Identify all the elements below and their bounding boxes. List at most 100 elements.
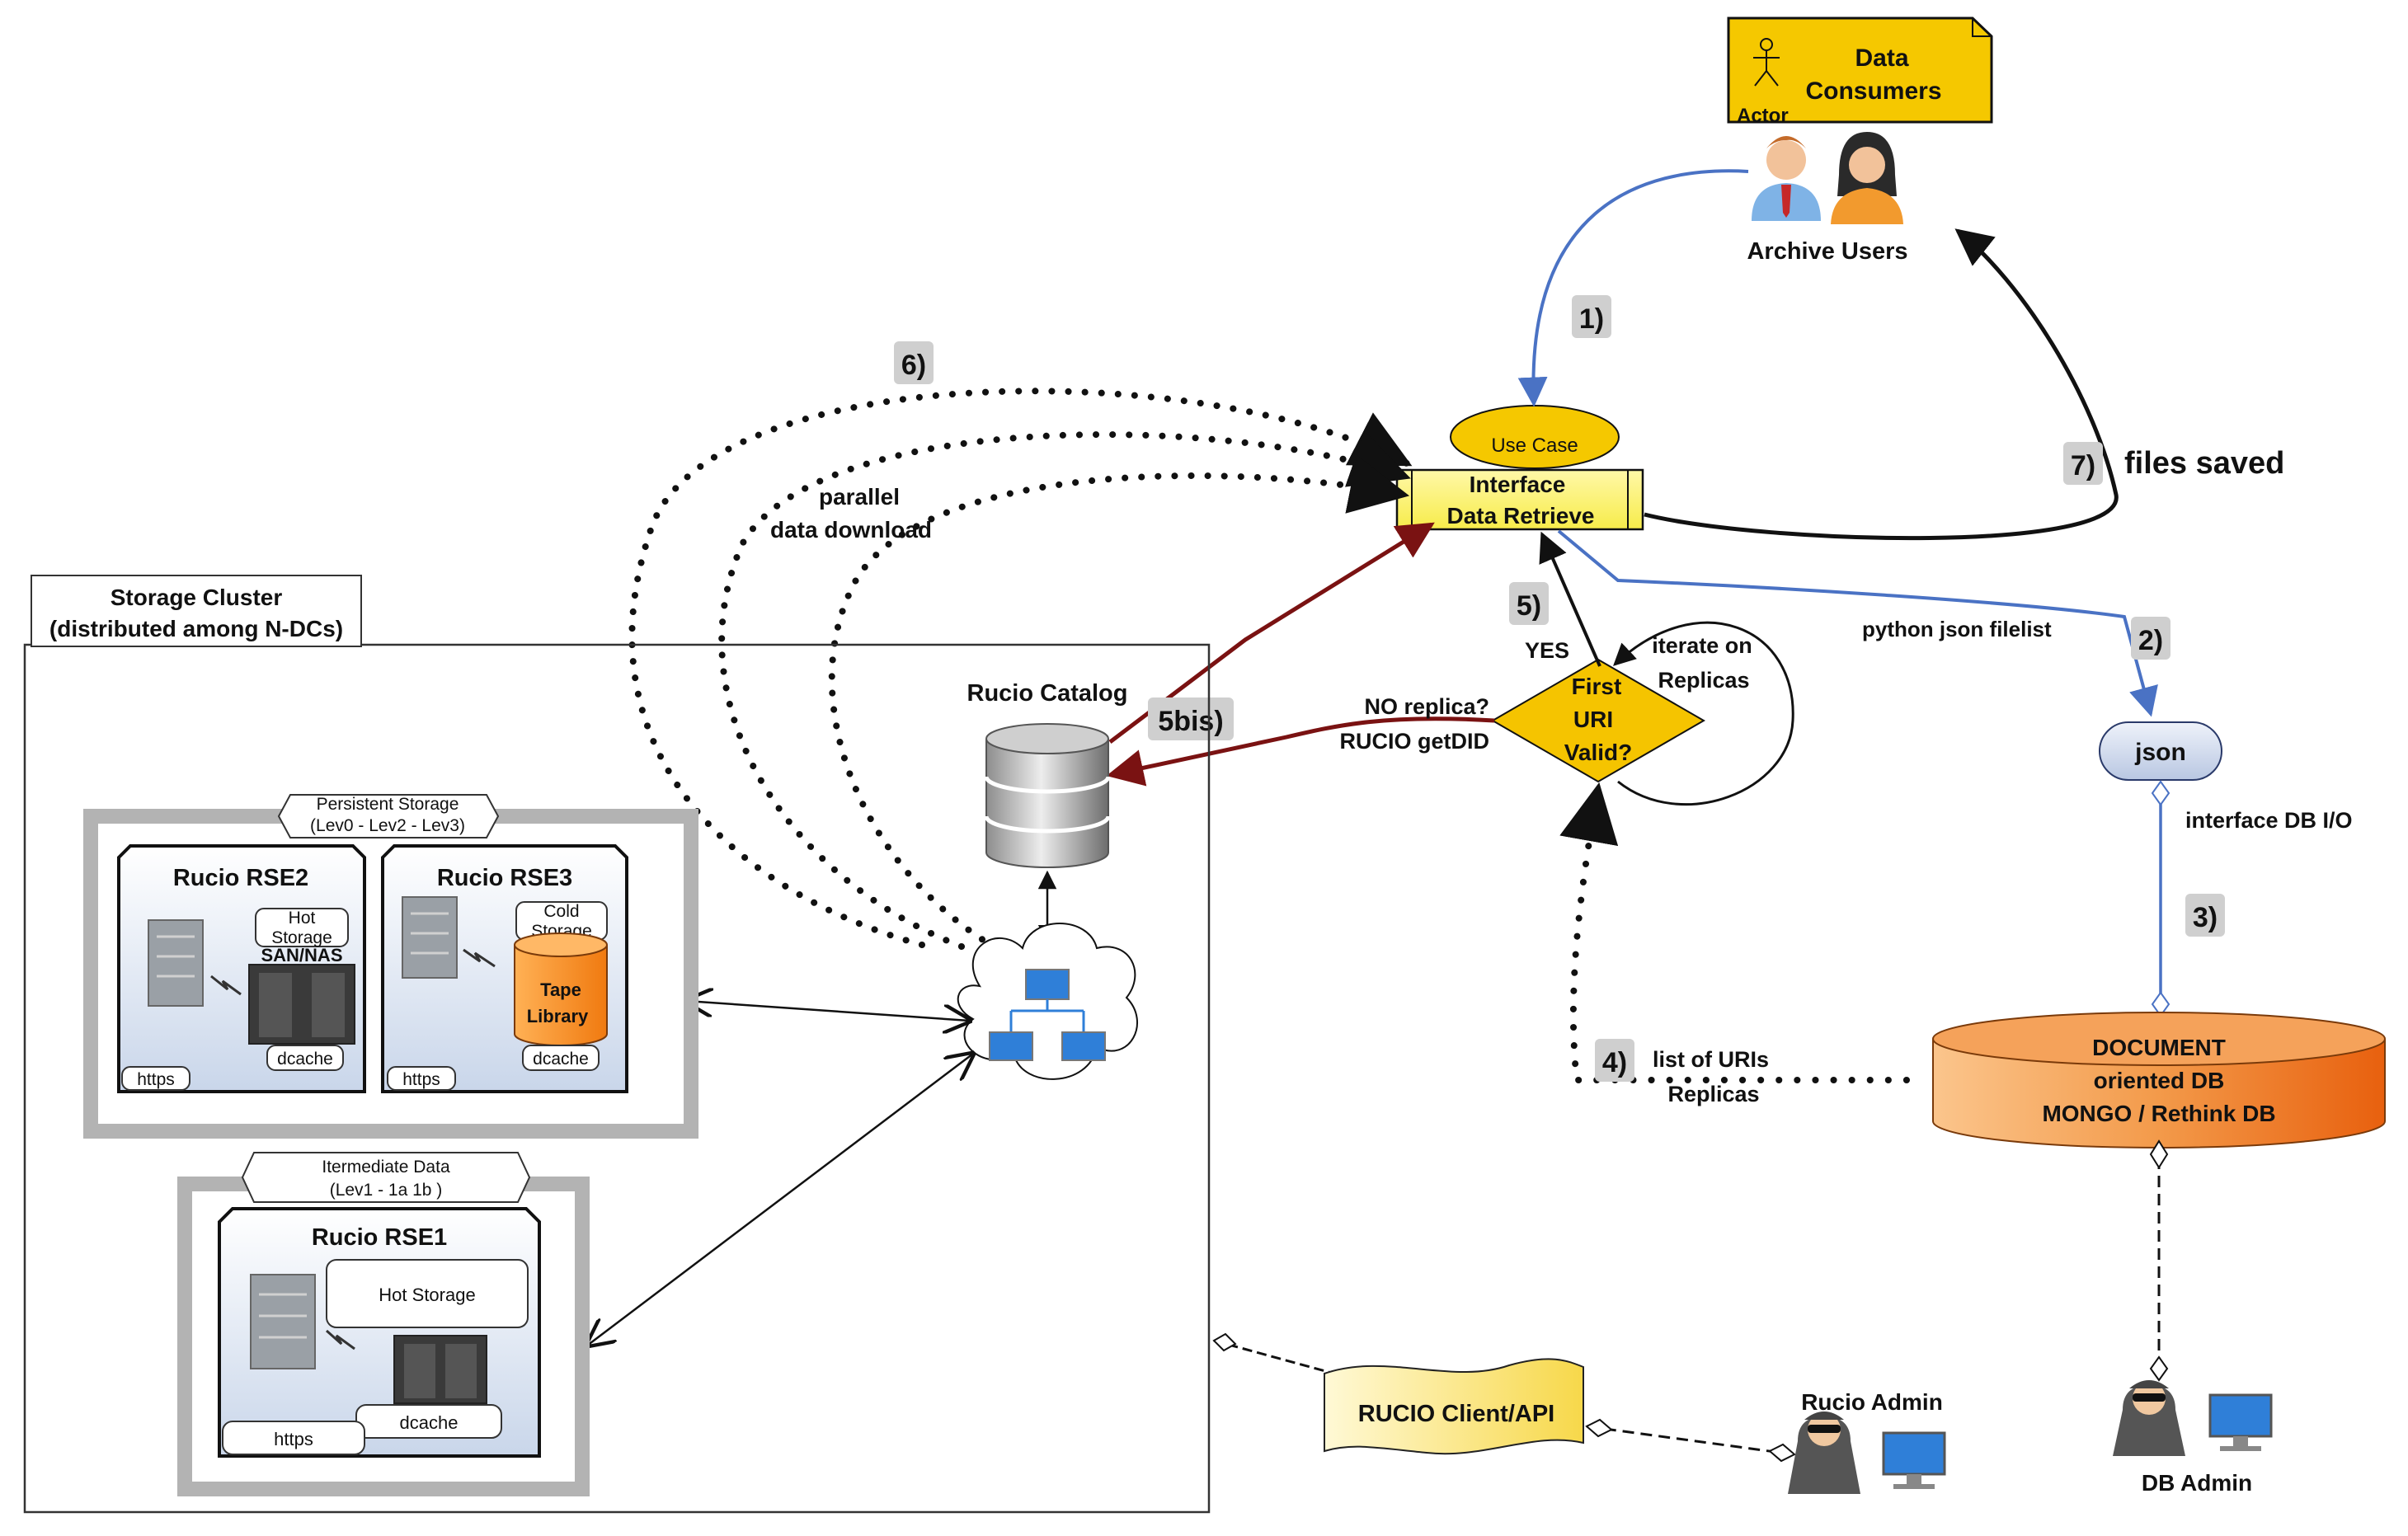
tape-library-cylinder bbox=[514, 932, 608, 1046]
link-intermediate-storage bbox=[587, 1054, 973, 1346]
rse3-https-tag bbox=[387, 1066, 456, 1091]
archive-users-label: Archive Users bbox=[1747, 238, 1907, 265]
tape-line2: Library bbox=[527, 1006, 589, 1026]
rucio-catalog-label: Rucio Catalog bbox=[967, 680, 1128, 707]
rse2-https-tag bbox=[121, 1066, 190, 1091]
interface-db-label: interface DB I/O bbox=[2185, 808, 2353, 833]
persistent-line1: Persistent Storage bbox=[317, 795, 459, 814]
db-admin-label: DB Admin bbox=[2142, 1470, 2252, 1496]
rse1-https: https bbox=[274, 1429, 313, 1449]
storage-cluster-line2: (distributed among N-DCs) bbox=[49, 616, 343, 641]
step-badge-3: 3) bbox=[2185, 894, 2225, 937]
actor-icon bbox=[1753, 38, 1780, 87]
rse3-storage-line1: Cold bbox=[543, 902, 579, 921]
rucio-catalog-database-icon bbox=[984, 723, 1111, 868]
getdid-label: RUCIO getDID bbox=[1340, 729, 1490, 754]
no-replica-arrow bbox=[1106, 716, 1495, 787]
step1-arrow bbox=[1517, 169, 1749, 407]
step4-dotted-arrow bbox=[1559, 782, 1910, 1083]
step6-parallel-download-arrows bbox=[628, 388, 1413, 951]
iterate-loop-arrow bbox=[1613, 621, 1794, 806]
rse2-storage-line2: Storage bbox=[271, 928, 332, 947]
decision-line2: URI bbox=[1573, 707, 1613, 732]
iterate-line2: Replicas bbox=[1658, 668, 1749, 693]
rse2-hot-storage-tag bbox=[255, 908, 349, 947]
rse1-storage: Hot Storage bbox=[379, 1285, 475, 1305]
rse3-dcache: dcache bbox=[533, 1050, 589, 1069]
parallel-line1: parallel bbox=[819, 484, 900, 510]
storage-cluster-frame bbox=[23, 643, 1211, 1514]
link-persistent-storage bbox=[686, 1001, 970, 1021]
step2-arrow bbox=[1557, 529, 2158, 717]
data-consumers-line2: Consumers bbox=[1805, 78, 1941, 105]
rse2-san-label: SAN/NAS bbox=[261, 945, 342, 965]
interface-line1: Interface bbox=[1470, 472, 1566, 497]
step-badge-2: 2) bbox=[2131, 617, 2170, 660]
data-consumers-box: Actor Data Consumers bbox=[1727, 16, 1993, 127]
rse3-title: Rucio RSE3 bbox=[437, 865, 572, 891]
svg-text:1): 1) bbox=[1579, 303, 1604, 335]
list-uris-line2: Replicas bbox=[1667, 1082, 1759, 1106]
iterate-line1: iterate on bbox=[1652, 633, 1752, 658]
svg-text:2): 2) bbox=[2138, 625, 2163, 656]
interface-line2: Data Retrieve bbox=[1447, 503, 1595, 528]
archive-users-icon bbox=[1752, 132, 1903, 224]
python-json-label: python json filelist bbox=[1862, 617, 2052, 641]
rse1-nas-icon bbox=[393, 1335, 487, 1404]
step-badge-5: 5) bbox=[1509, 582, 1549, 625]
client-admin-link bbox=[1586, 1425, 1782, 1454]
document-db-line3: MONGO / Rethink DB bbox=[2042, 1101, 2275, 1126]
data-consumers-line1: Data bbox=[1855, 45, 1908, 72]
rse2-server-icon bbox=[148, 919, 204, 1007]
files-saved-label: files saved bbox=[2124, 446, 2284, 481]
use-case-label: Use Case bbox=[1491, 434, 1578, 457]
network-computers-icon bbox=[989, 969, 1106, 1061]
svg-text:6): 6) bbox=[901, 350, 926, 381]
rse1-title: Rucio RSE1 bbox=[312, 1224, 447, 1251]
persistent-storage-tag bbox=[277, 794, 500, 838]
rse2-title: Rucio RSE2 bbox=[173, 865, 308, 891]
json-node bbox=[2099, 721, 2222, 781]
rse2-https: https bbox=[137, 1070, 175, 1089]
step-badge-6: 6) bbox=[894, 341, 934, 384]
document-db-line1: DOCUMENT bbox=[2092, 1035, 2226, 1060]
step-badge-4: 4) bbox=[1595, 1039, 1634, 1082]
svg-text:3): 3) bbox=[2193, 902, 2218, 933]
actor-label: Actor bbox=[1737, 105, 1789, 127]
svg-text:4): 4) bbox=[1602, 1047, 1627, 1078]
tape-line1: Tape bbox=[540, 979, 581, 1000]
interface-data-retrieve-box bbox=[1395, 468, 1644, 531]
document-db-line2: oriented DB bbox=[2094, 1068, 2225, 1093]
rse1-link-icon bbox=[326, 1329, 355, 1350]
rse3-server-icon bbox=[402, 896, 458, 979]
decision-line3: Valid? bbox=[1564, 740, 1632, 765]
storage-cluster-label-box bbox=[31, 575, 362, 647]
intermediate-line1: Itermediate Data bbox=[322, 1158, 450, 1177]
list-uris-line1: list of URIs bbox=[1653, 1047, 1769, 1072]
db-admin-icon bbox=[2113, 1380, 2273, 1456]
rucio-admin-icon bbox=[1788, 1412, 1946, 1494]
rse3-https: https bbox=[402, 1070, 440, 1089]
rse3-dcache-tag bbox=[522, 1045, 600, 1071]
rse1-https-tag bbox=[222, 1421, 365, 1455]
rse2-storage-line1: Hot bbox=[289, 909, 316, 928]
rucio-admin-label: Rucio Admin bbox=[1801, 1389, 1943, 1415]
svg-text:7): 7) bbox=[2071, 450, 2095, 481]
rucio-client-label: RUCIO Client/API bbox=[1358, 1401, 1554, 1427]
persistent-line2: (Lev0 - Lev2 - Lev3) bbox=[310, 816, 465, 835]
document-db-cylinder bbox=[1932, 1012, 2386, 1148]
storage-cluster-line1: Storage Cluster bbox=[111, 585, 283, 610]
step5-arrow bbox=[1539, 531, 1601, 667]
rse2-dcache: dcache bbox=[277, 1050, 333, 1069]
rse3-link-icon bbox=[463, 948, 496, 968]
rse1-hot-storage-tag bbox=[326, 1259, 529, 1328]
svg-text:5): 5) bbox=[1517, 590, 1541, 622]
intermediate-line2: (Lev1 - 1a 1b ) bbox=[330, 1181, 443, 1200]
step7-arrow bbox=[1644, 228, 2119, 541]
yes-label: YES bbox=[1525, 638, 1569, 663]
rse2-nas-icon bbox=[248, 964, 355, 1045]
first-uri-valid-decision bbox=[1491, 658, 1705, 783]
json-label: json bbox=[2134, 739, 2186, 766]
parallel-line2: data download bbox=[770, 517, 932, 543]
